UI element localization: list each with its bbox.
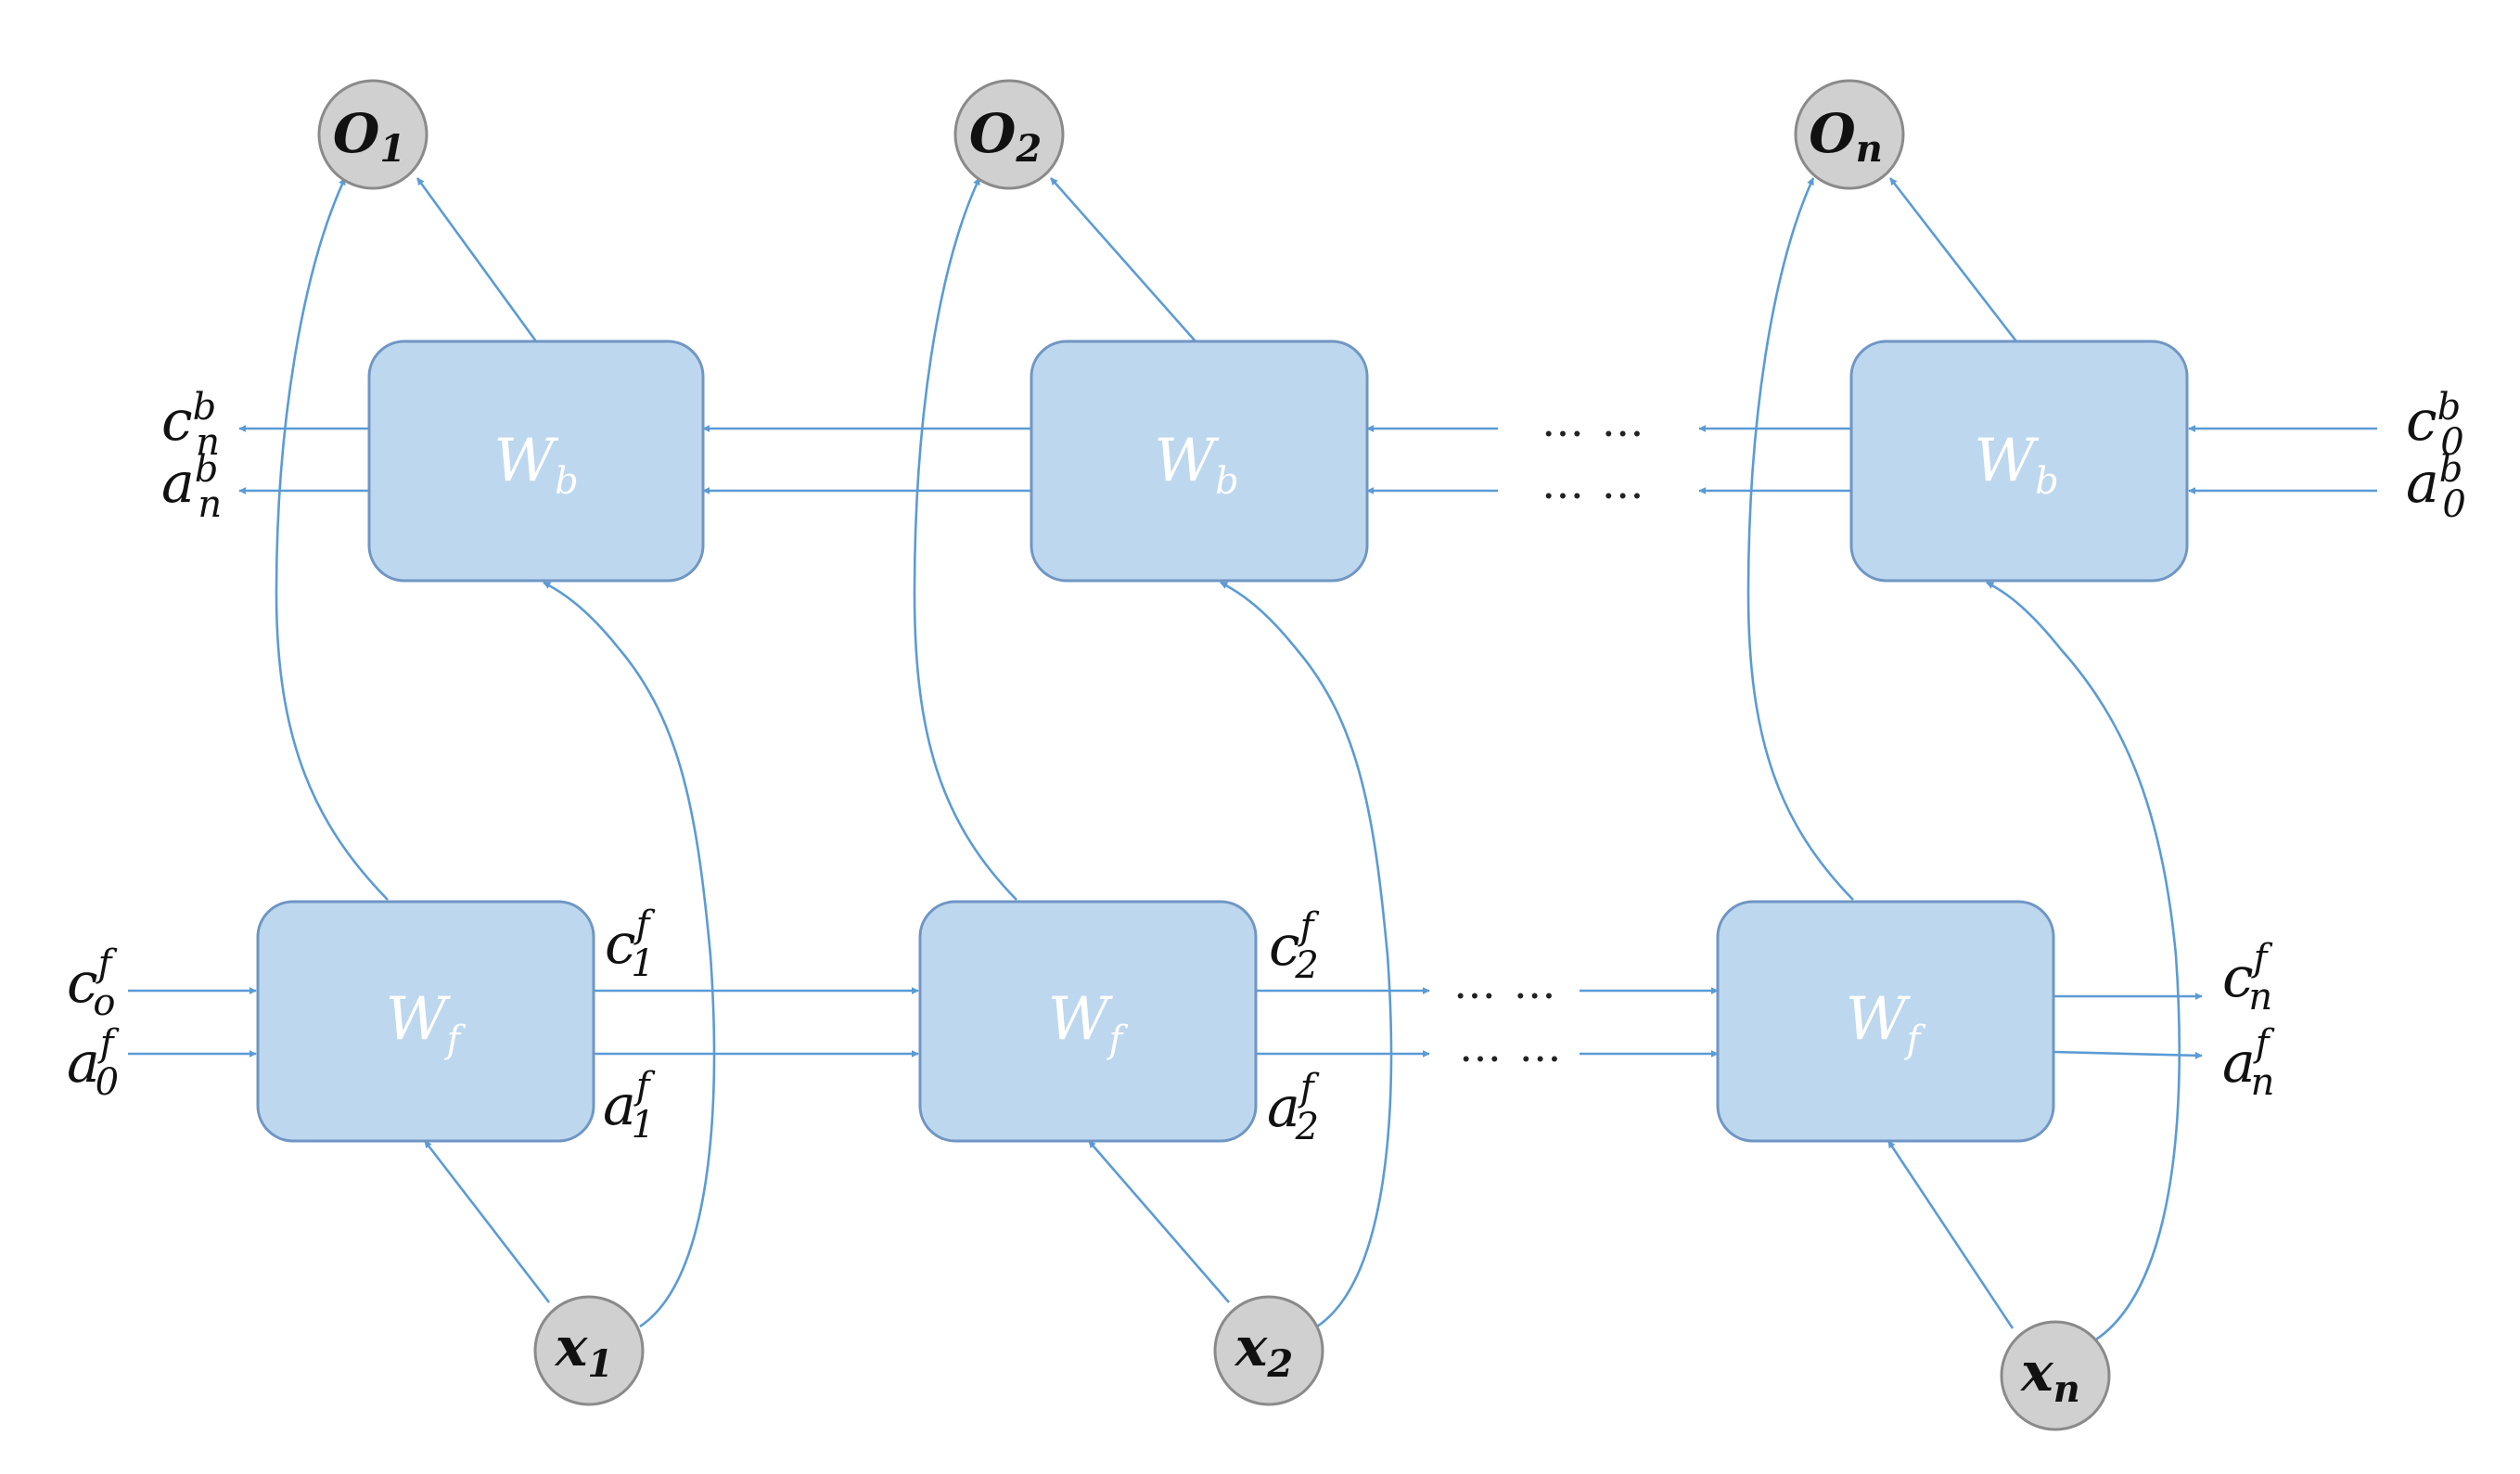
forward-box-3-label: Wf bbox=[1846, 985, 1926, 1061]
input-node-1-label: x1 bbox=[554, 1315, 613, 1386]
input-node-1-circle bbox=[533, 1295, 645, 1406]
forward-layer: Wf Wf Wf bbox=[256, 900, 2055, 1143]
output-node-2-circle bbox=[953, 79, 1065, 190]
edge-wf2-to-o2 bbox=[913, 177, 1017, 901]
ellipsis-forward-c: … … bbox=[1453, 958, 1558, 1008]
edge-wb1-to-o1 bbox=[416, 177, 538, 342]
output-node-1-circle bbox=[317, 79, 429, 190]
input-node-n-label: xn bbox=[2019, 1340, 2080, 1411]
backward-layer: Wb Wb Wb bbox=[367, 340, 2189, 583]
backward-box-3-label: Wb bbox=[1974, 427, 2058, 503]
backward-box-3 bbox=[1849, 340, 2189, 583]
input-node-2-circle bbox=[1213, 1295, 1324, 1406]
input-node-n-circle bbox=[2000, 1320, 2111, 1431]
input-node-2: x2 bbox=[1213, 1295, 1324, 1406]
edge-x2-to-wf2 bbox=[1088, 1140, 1230, 1303]
edge-x1-to-wb1 bbox=[543, 581, 716, 1328]
edge-xn-to-wb3 bbox=[1986, 581, 2181, 1347]
input-node-n: xn bbox=[2000, 1320, 2111, 1431]
output-node-2-label: O2 bbox=[969, 102, 1042, 171]
edge-wf1-to-o1 bbox=[275, 177, 389, 901]
forward-box-3 bbox=[1716, 900, 2055, 1143]
edge-wb3-to-on bbox=[1888, 177, 2018, 342]
forward-cell-3: Wf bbox=[1716, 900, 2055, 1143]
output-node-2: O2 bbox=[953, 79, 1065, 190]
backward-box-2 bbox=[1030, 340, 1369, 583]
backward-box-1-label: Wb bbox=[493, 427, 578, 503]
edges bbox=[128, 177, 2377, 1347]
output-node-1: O1 bbox=[317, 79, 429, 190]
forward-box-1 bbox=[256, 900, 595, 1143]
backward-cell-1: Wb bbox=[367, 340, 705, 583]
edge-x2-to-wb2 bbox=[1220, 581, 1393, 1328]
output-node-n-label: On bbox=[1809, 102, 1883, 171]
edge-wf3-to-on bbox=[1746, 177, 1854, 901]
backward-cell-2: Wb bbox=[1030, 340, 1369, 583]
forward-box-1-label: Wf bbox=[386, 985, 467, 1061]
backward-box-1 bbox=[367, 340, 705, 583]
forward-cell-2: Wf bbox=[918, 900, 1258, 1143]
backward-cell-3: Wb bbox=[1849, 340, 2189, 583]
edge-xn-to-wf3 bbox=[1887, 1140, 2015, 1329]
ellipses: … … … … … … … … bbox=[1453, 396, 1646, 1071]
output-node-n-circle bbox=[1794, 79, 1905, 190]
ellipsis-forward-a: … … bbox=[1459, 1021, 1564, 1071]
edge-wb2-to-o2 bbox=[1050, 177, 1196, 342]
input-node-1: x1 bbox=[533, 1295, 645, 1406]
output-node-n: On bbox=[1794, 79, 1905, 190]
input-node-2-label: x2 bbox=[1234, 1315, 1293, 1386]
ellipsis-backward-a: … … bbox=[1541, 458, 1646, 508]
backward-box-2-label: Wb bbox=[1154, 427, 1238, 503]
input-nodes: x1 x2 xn bbox=[533, 1295, 2111, 1431]
forward-cell-1: Wf bbox=[256, 900, 595, 1143]
forward-box-2 bbox=[918, 900, 1258, 1143]
edge-x1-to-wf1 bbox=[423, 1140, 551, 1303]
edge-wf3-to-anf bbox=[2053, 1050, 2203, 1059]
output-nodes: O1 O2 On bbox=[317, 79, 1905, 190]
ellipsis-backward-c: … … bbox=[1541, 396, 1646, 446]
output-node-1-label: O1 bbox=[333, 102, 405, 171]
